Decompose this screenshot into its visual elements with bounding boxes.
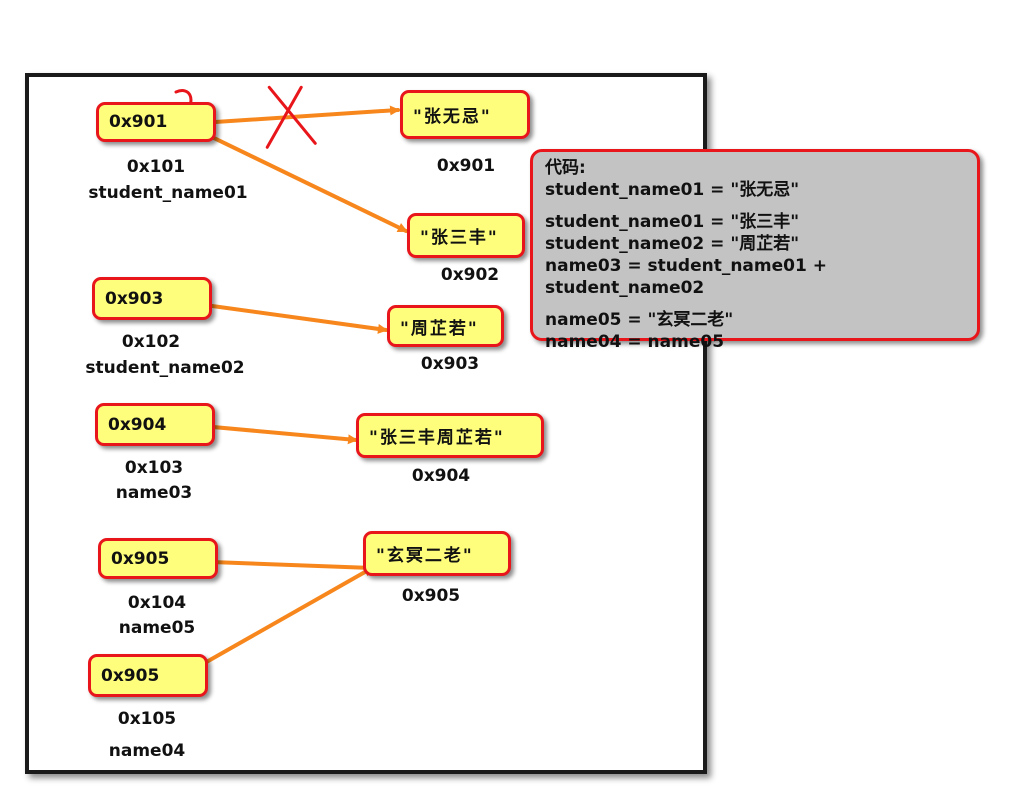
pointer-box-name05: 0x905 <box>98 538 218 579</box>
string-object-box: "张三丰周芷若" <box>356 413 544 458</box>
pointer-box-student-name01: 0x901 <box>96 102 216 142</box>
code-line: student_name01 = "张无忌" <box>545 180 800 200</box>
object-address: 0x903 <box>420 354 480 374</box>
string-object-box: "周芷若" <box>387 305 504 347</box>
object-address: 0x902 <box>440 265 500 285</box>
pointer-box-name03: 0x904 <box>95 403 215 446</box>
pointer-name: student_name02 <box>85 358 245 378</box>
reference-arrow <box>183 122 408 233</box>
object-address: 0x904 <box>411 466 471 486</box>
pointer-name: name03 <box>115 483 193 503</box>
string-object-box: "张无忌" <box>400 90 530 139</box>
pointer-box-student-name02: 0x903 <box>92 277 212 320</box>
reference-arrow <box>178 566 374 679</box>
code-header: 代码: <box>545 158 586 178</box>
pointer-address: 0x103 <box>124 458 184 478</box>
pointer-address: 0x102 <box>121 332 181 352</box>
code-line: name04 = name05 <box>545 332 725 352</box>
code-line: student_name01 = "张三丰" <box>545 212 800 232</box>
reference-arrow <box>183 105 400 126</box>
string-object-box: "玄冥二老" <box>363 531 511 576</box>
pointer-address: 0x105 <box>117 709 177 729</box>
code-line: name03 = student_name01 + student_name02 <box>545 256 827 298</box>
reference-arrow <box>203 303 388 334</box>
pointer-name: student_name01 <box>88 183 248 203</box>
pointer-address: 0x104 <box>127 593 187 613</box>
pointer-name: name04 <box>108 741 186 761</box>
code-line: student_name02 = "周芷若" <box>545 234 800 254</box>
cross-out-mark <box>265 85 317 149</box>
pointer-address: 0x101 <box>126 157 186 177</box>
code-line: name05 = "玄冥二老" <box>545 310 734 330</box>
object-address: 0x901 <box>436 156 496 176</box>
string-object-box: "张三丰" <box>407 213 525 258</box>
code-note: 代码: student_name01 = "张无忌" student_name0… <box>530 149 980 352</box>
pointer-box-name04: 0x905 <box>88 654 208 697</box>
object-address: 0x905 <box>401 586 461 606</box>
pointer-name: name05 <box>118 618 196 638</box>
